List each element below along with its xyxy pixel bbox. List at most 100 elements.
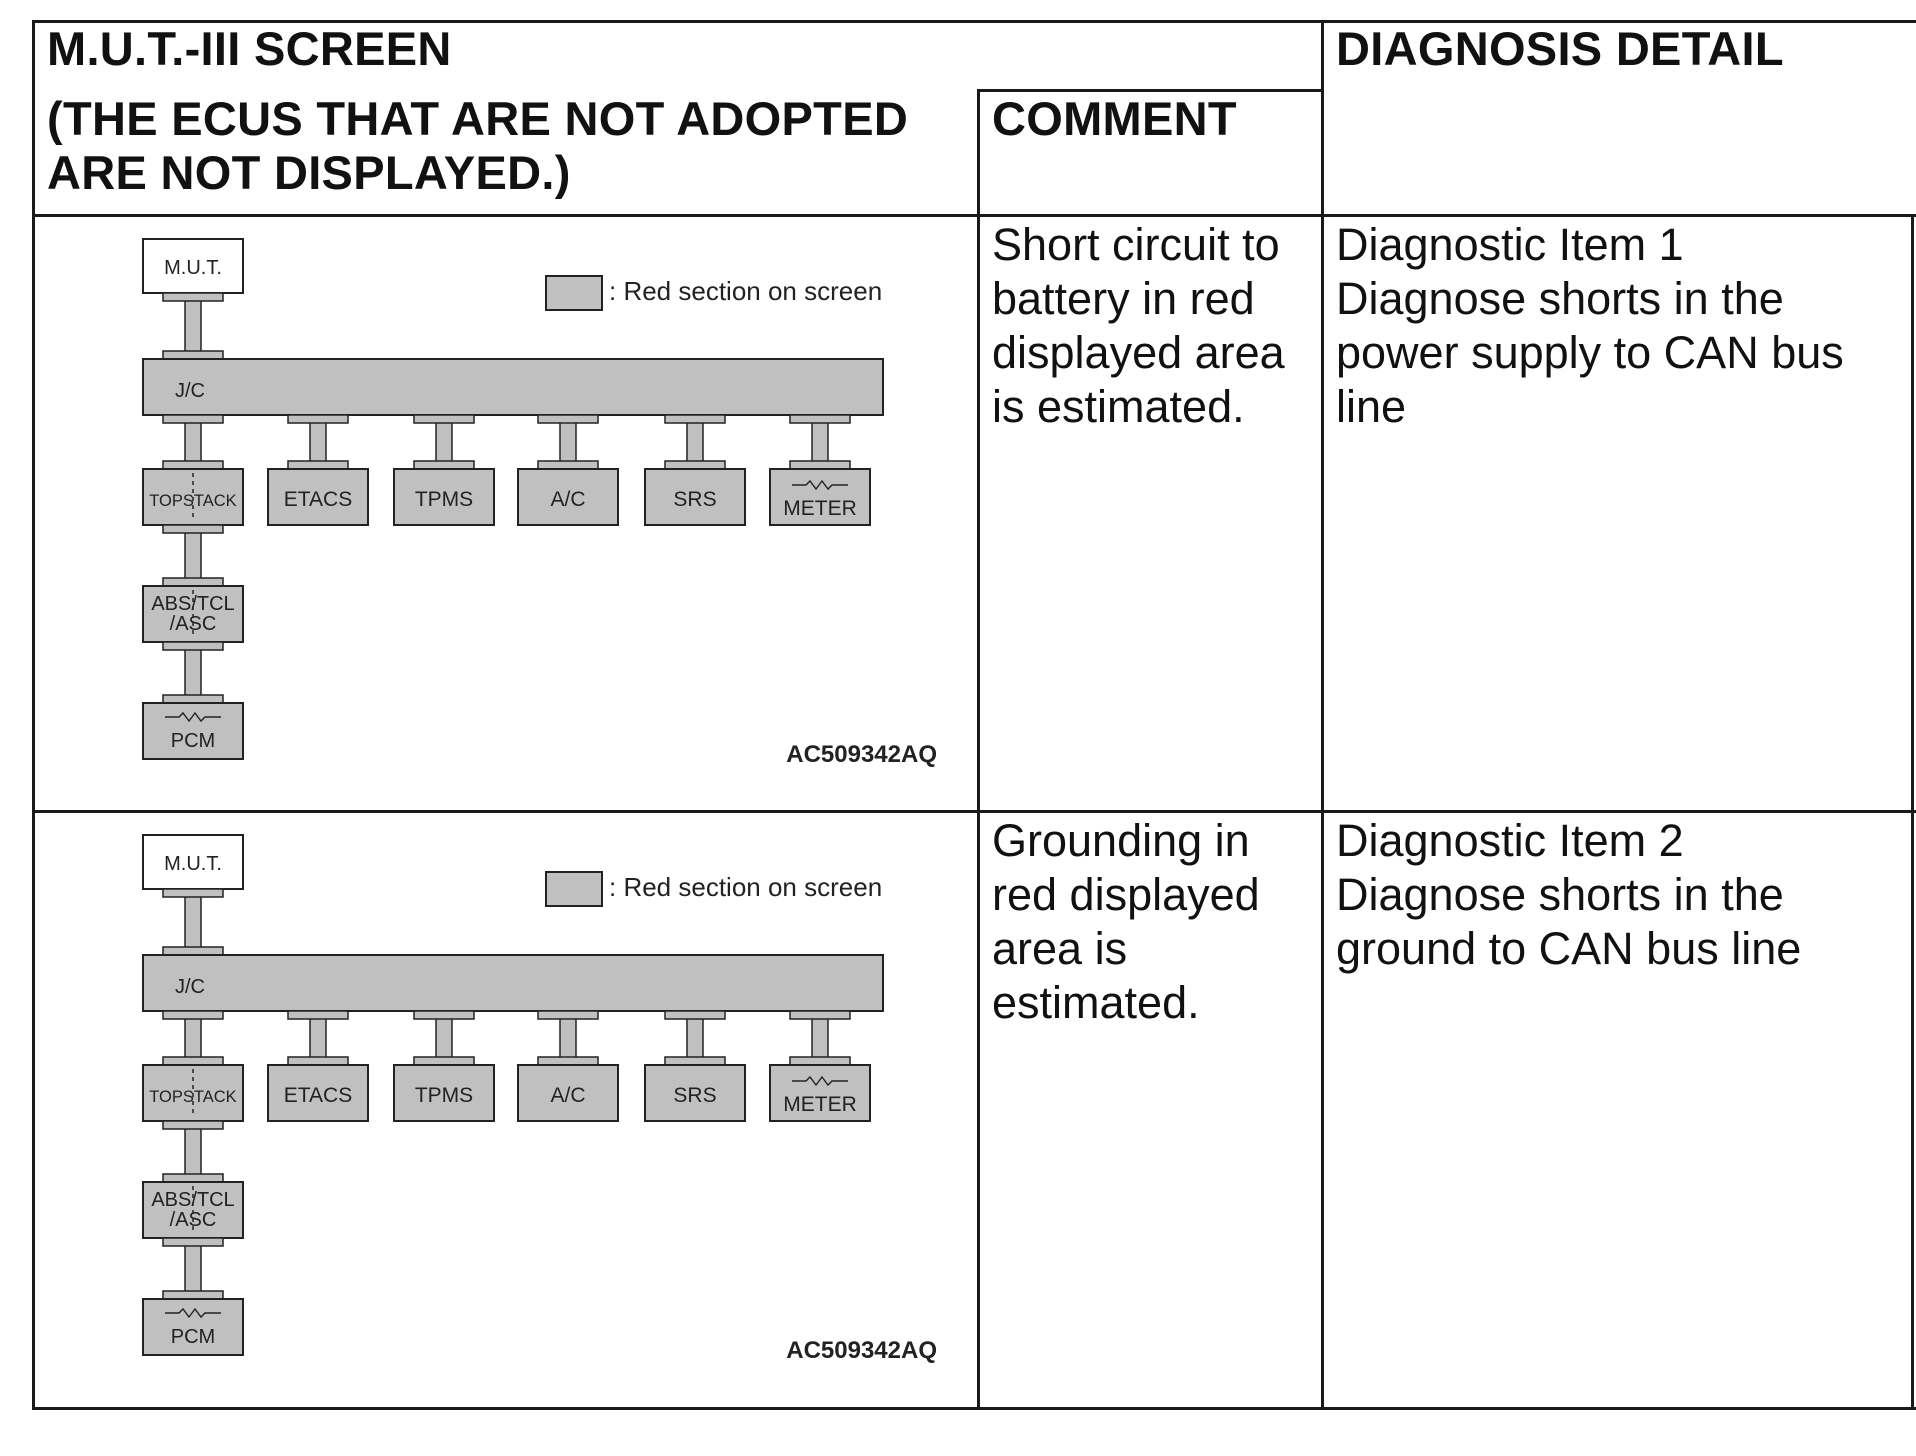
abs-connector-cap-bottom xyxy=(162,577,224,587)
ecu-connector-cap-bottom xyxy=(789,1056,851,1066)
legend-swatch xyxy=(545,275,603,311)
ecu-box xyxy=(769,1064,871,1122)
comment-cell-2: Grounding in red displayed area is estim… xyxy=(992,814,1260,1030)
comment-header-divider xyxy=(977,89,1324,92)
ecu-label: TPMS xyxy=(415,488,473,511)
ecu-label: SRS xyxy=(673,488,716,511)
abs-connector xyxy=(184,524,202,587)
mut-connector-cap-bottom xyxy=(162,946,224,956)
ecu-connector-cap-top xyxy=(413,414,475,424)
ecu-connector-cap-bottom xyxy=(287,1056,349,1066)
comment-line: Grounding in xyxy=(992,815,1250,866)
detail-line: Diagnose shorts in the xyxy=(1336,869,1784,920)
jc-bar xyxy=(142,358,884,416)
pcm-connector xyxy=(184,1237,202,1300)
pcm-box xyxy=(142,702,244,760)
ecu-connector-cap-top xyxy=(664,414,726,424)
diagnostic-item-title: Diagnostic Item 2 xyxy=(1336,815,1684,866)
table-col-divider-3 xyxy=(1911,216,1914,1410)
abs-label: ABS/TCL xyxy=(151,1189,234,1211)
jc-label: J/C xyxy=(175,380,205,402)
screen-column-header-title: M.U.T.-III SCREEN xyxy=(47,22,452,75)
comment-line: is estimated. xyxy=(992,381,1245,432)
pcm-label: PCM xyxy=(171,1326,215,1348)
comment-column-header: COMMENT xyxy=(992,92,1237,145)
ecu-connector-cap-bottom xyxy=(413,460,475,470)
ecu-connector-cap-bottom xyxy=(789,460,851,470)
ecu-label: A/C xyxy=(550,488,585,511)
ecu-connector-cap-top xyxy=(162,414,224,424)
legend-label: : Red section on screen xyxy=(609,872,882,902)
ecu-connector-cap-top xyxy=(287,414,349,424)
pcm-connector xyxy=(184,641,202,704)
detail-line: power supply to CAN bus xyxy=(1336,327,1844,378)
jc-label: J/C xyxy=(175,976,205,998)
ecu-box xyxy=(517,1064,619,1122)
ecu-connector-cap-bottom xyxy=(537,460,599,470)
ecu-connector-cap-bottom xyxy=(413,1056,475,1066)
ecu-box xyxy=(267,468,369,526)
header-row-divider xyxy=(32,214,1916,217)
ecu-label: METER xyxy=(783,497,857,520)
ecu-connector-cap-top xyxy=(664,1010,726,1020)
diagnosis-detail-cell-1: Diagnostic Item 1 Diagnose shorts in the… xyxy=(1336,218,1844,434)
mut-box xyxy=(142,238,244,294)
detail-line: line xyxy=(1336,381,1407,432)
resistor-icon xyxy=(165,1307,221,1319)
abs-label: ABS/TCL xyxy=(151,593,234,615)
abs-connector-cap-bottom xyxy=(162,1173,224,1183)
pcm-connector-cap-bottom xyxy=(162,694,224,704)
ecu-label: ETACS xyxy=(284,488,352,511)
comment-line: Short circuit to xyxy=(992,219,1280,270)
resistor-icon xyxy=(165,711,221,723)
ecu-box xyxy=(517,468,619,526)
ecu-connector-cap-top xyxy=(413,1010,475,1020)
mut-label: M.U.T. xyxy=(164,257,222,279)
figure-code: AC509342AQ xyxy=(786,741,937,768)
ecu-label: ETACS xyxy=(284,1084,352,1107)
ecu-box xyxy=(644,468,746,526)
ecu-connector-cap-bottom xyxy=(664,460,726,470)
pcm-connector-cap-bottom xyxy=(162,1290,224,1300)
ecu-connector-cap-top xyxy=(789,1010,851,1020)
table-border-bottom xyxy=(32,1407,1916,1410)
resistor-icon xyxy=(792,1075,848,1087)
ecu-box xyxy=(393,1064,495,1122)
diagnosis-detail-column-header: DIAGNOSIS DETAIL xyxy=(1336,22,1784,75)
pcm-label: PCM xyxy=(171,730,215,752)
ecu-label: A/C xyxy=(550,1084,585,1107)
table-border-left xyxy=(32,20,35,1410)
table-col-divider-1 xyxy=(977,89,980,1410)
ecu-box xyxy=(393,468,495,526)
table-col-divider-2 xyxy=(1321,20,1324,1410)
abs-connector-cap-top xyxy=(162,1120,224,1130)
ecu-connector-cap-top xyxy=(789,414,851,424)
resistor-icon xyxy=(792,479,848,491)
screen-column-header-note-line1: (THE ECUS THAT ARE NOT ADOPTED xyxy=(47,92,909,145)
legend-label: : Red section on screen xyxy=(609,276,882,306)
comment-line: battery in red xyxy=(992,273,1255,324)
pcm-box xyxy=(142,1298,244,1356)
figure-code: AC509342AQ xyxy=(786,1337,937,1364)
mut-connector-cap-top xyxy=(162,888,224,898)
table-border-top xyxy=(32,20,1916,23)
mut-connector-cap-bottom xyxy=(162,350,224,360)
ecu-connector-cap-top xyxy=(162,1010,224,1020)
comment-line: red displayed xyxy=(992,869,1260,920)
ecu-connector-cap-bottom xyxy=(537,1056,599,1066)
comment-cell-1: Short circuit to battery in red displaye… xyxy=(992,218,1285,434)
screen-column-header-note-line2: ARE NOT DISPLAYED.) xyxy=(47,146,571,199)
pcm-connector-cap-top xyxy=(162,641,224,651)
comment-line: area is xyxy=(992,923,1128,974)
ecu-connector-cap-top xyxy=(537,414,599,424)
ecu-connector-cap-bottom xyxy=(287,460,349,470)
detail-line: ground to CAN bus line xyxy=(1336,923,1802,974)
comment-line: displayed area xyxy=(992,327,1285,378)
ecu-connector-cap-top xyxy=(537,1010,599,1020)
row-divider xyxy=(32,810,1916,813)
ecu-label: SRS xyxy=(673,1084,716,1107)
mut-connector xyxy=(184,888,202,956)
ecu-label: METER xyxy=(783,1093,857,1116)
jc-bar xyxy=(142,954,884,1012)
